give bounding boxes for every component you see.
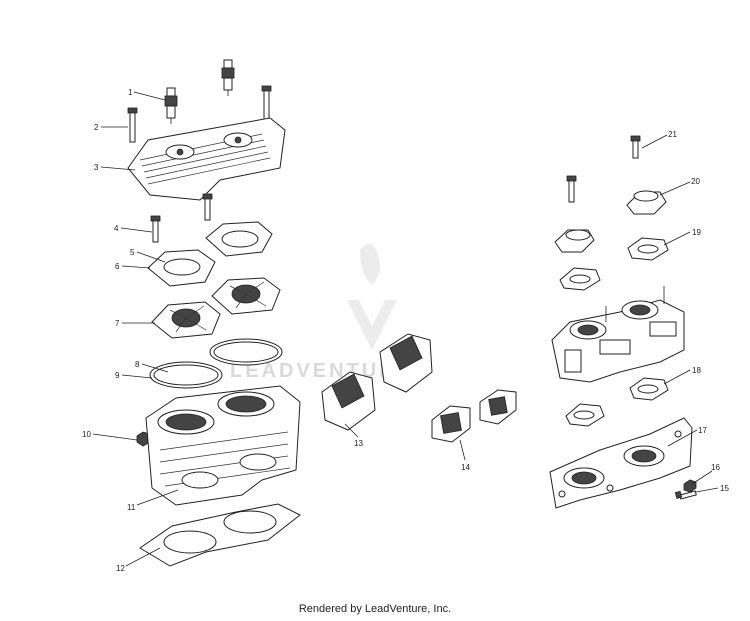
callout-14: 14 [461,463,470,472]
callout-5: 5 [130,248,135,257]
throttle-body-part [551,286,685,383]
callout-15: 15 [720,484,729,493]
combustion-dome-part [151,277,281,339]
manifold-gasket-part [565,377,669,427]
callout-1: 1 [128,88,133,97]
callout-19: 19 [692,228,701,237]
callout-21: 21 [668,130,677,139]
callout-8: 8 [135,360,140,369]
callout-20: 20 [691,177,700,186]
cover-plate-part [147,221,273,287]
base-gasket-part [139,503,301,567]
callout-11: 11 [127,503,136,512]
flange-gasket-part [559,237,669,291]
callout-labels: 1 2 3 4 5 6 7 8 9 10 11 12 13 14 15 16 1… [82,88,729,573]
footer-credit: Rendered by LeadVenture, Inc. [298,603,452,615]
callout-2: 2 [94,123,99,132]
callout-10: 10 [82,430,91,439]
intake-manifold-part [549,417,693,509]
screw-part [566,135,641,203]
cylinder-head-part [127,117,286,201]
stud-bolt-part [150,193,213,243]
callout-3: 3 [94,163,99,172]
callout-12: 12 [116,564,125,573]
callout-6: 6 [115,262,120,271]
reed-valve-part [321,333,433,431]
watermark-logo [347,243,397,350]
cylinder-block-part [145,385,301,506]
callout-7: 7 [115,319,120,328]
leader-lines [92,91,719,567]
spark-plug-part [164,59,235,124]
callout-9: 9 [115,371,120,380]
callout-16: 16 [711,463,720,472]
o-ring-part [149,338,283,389]
callout-4: 4 [114,224,119,233]
reed-spacer-part [431,389,517,443]
callout-18: 18 [692,366,701,375]
callout-17: 17 [698,426,707,435]
callout-13: 13 [354,439,363,448]
cap-part [554,190,667,253]
